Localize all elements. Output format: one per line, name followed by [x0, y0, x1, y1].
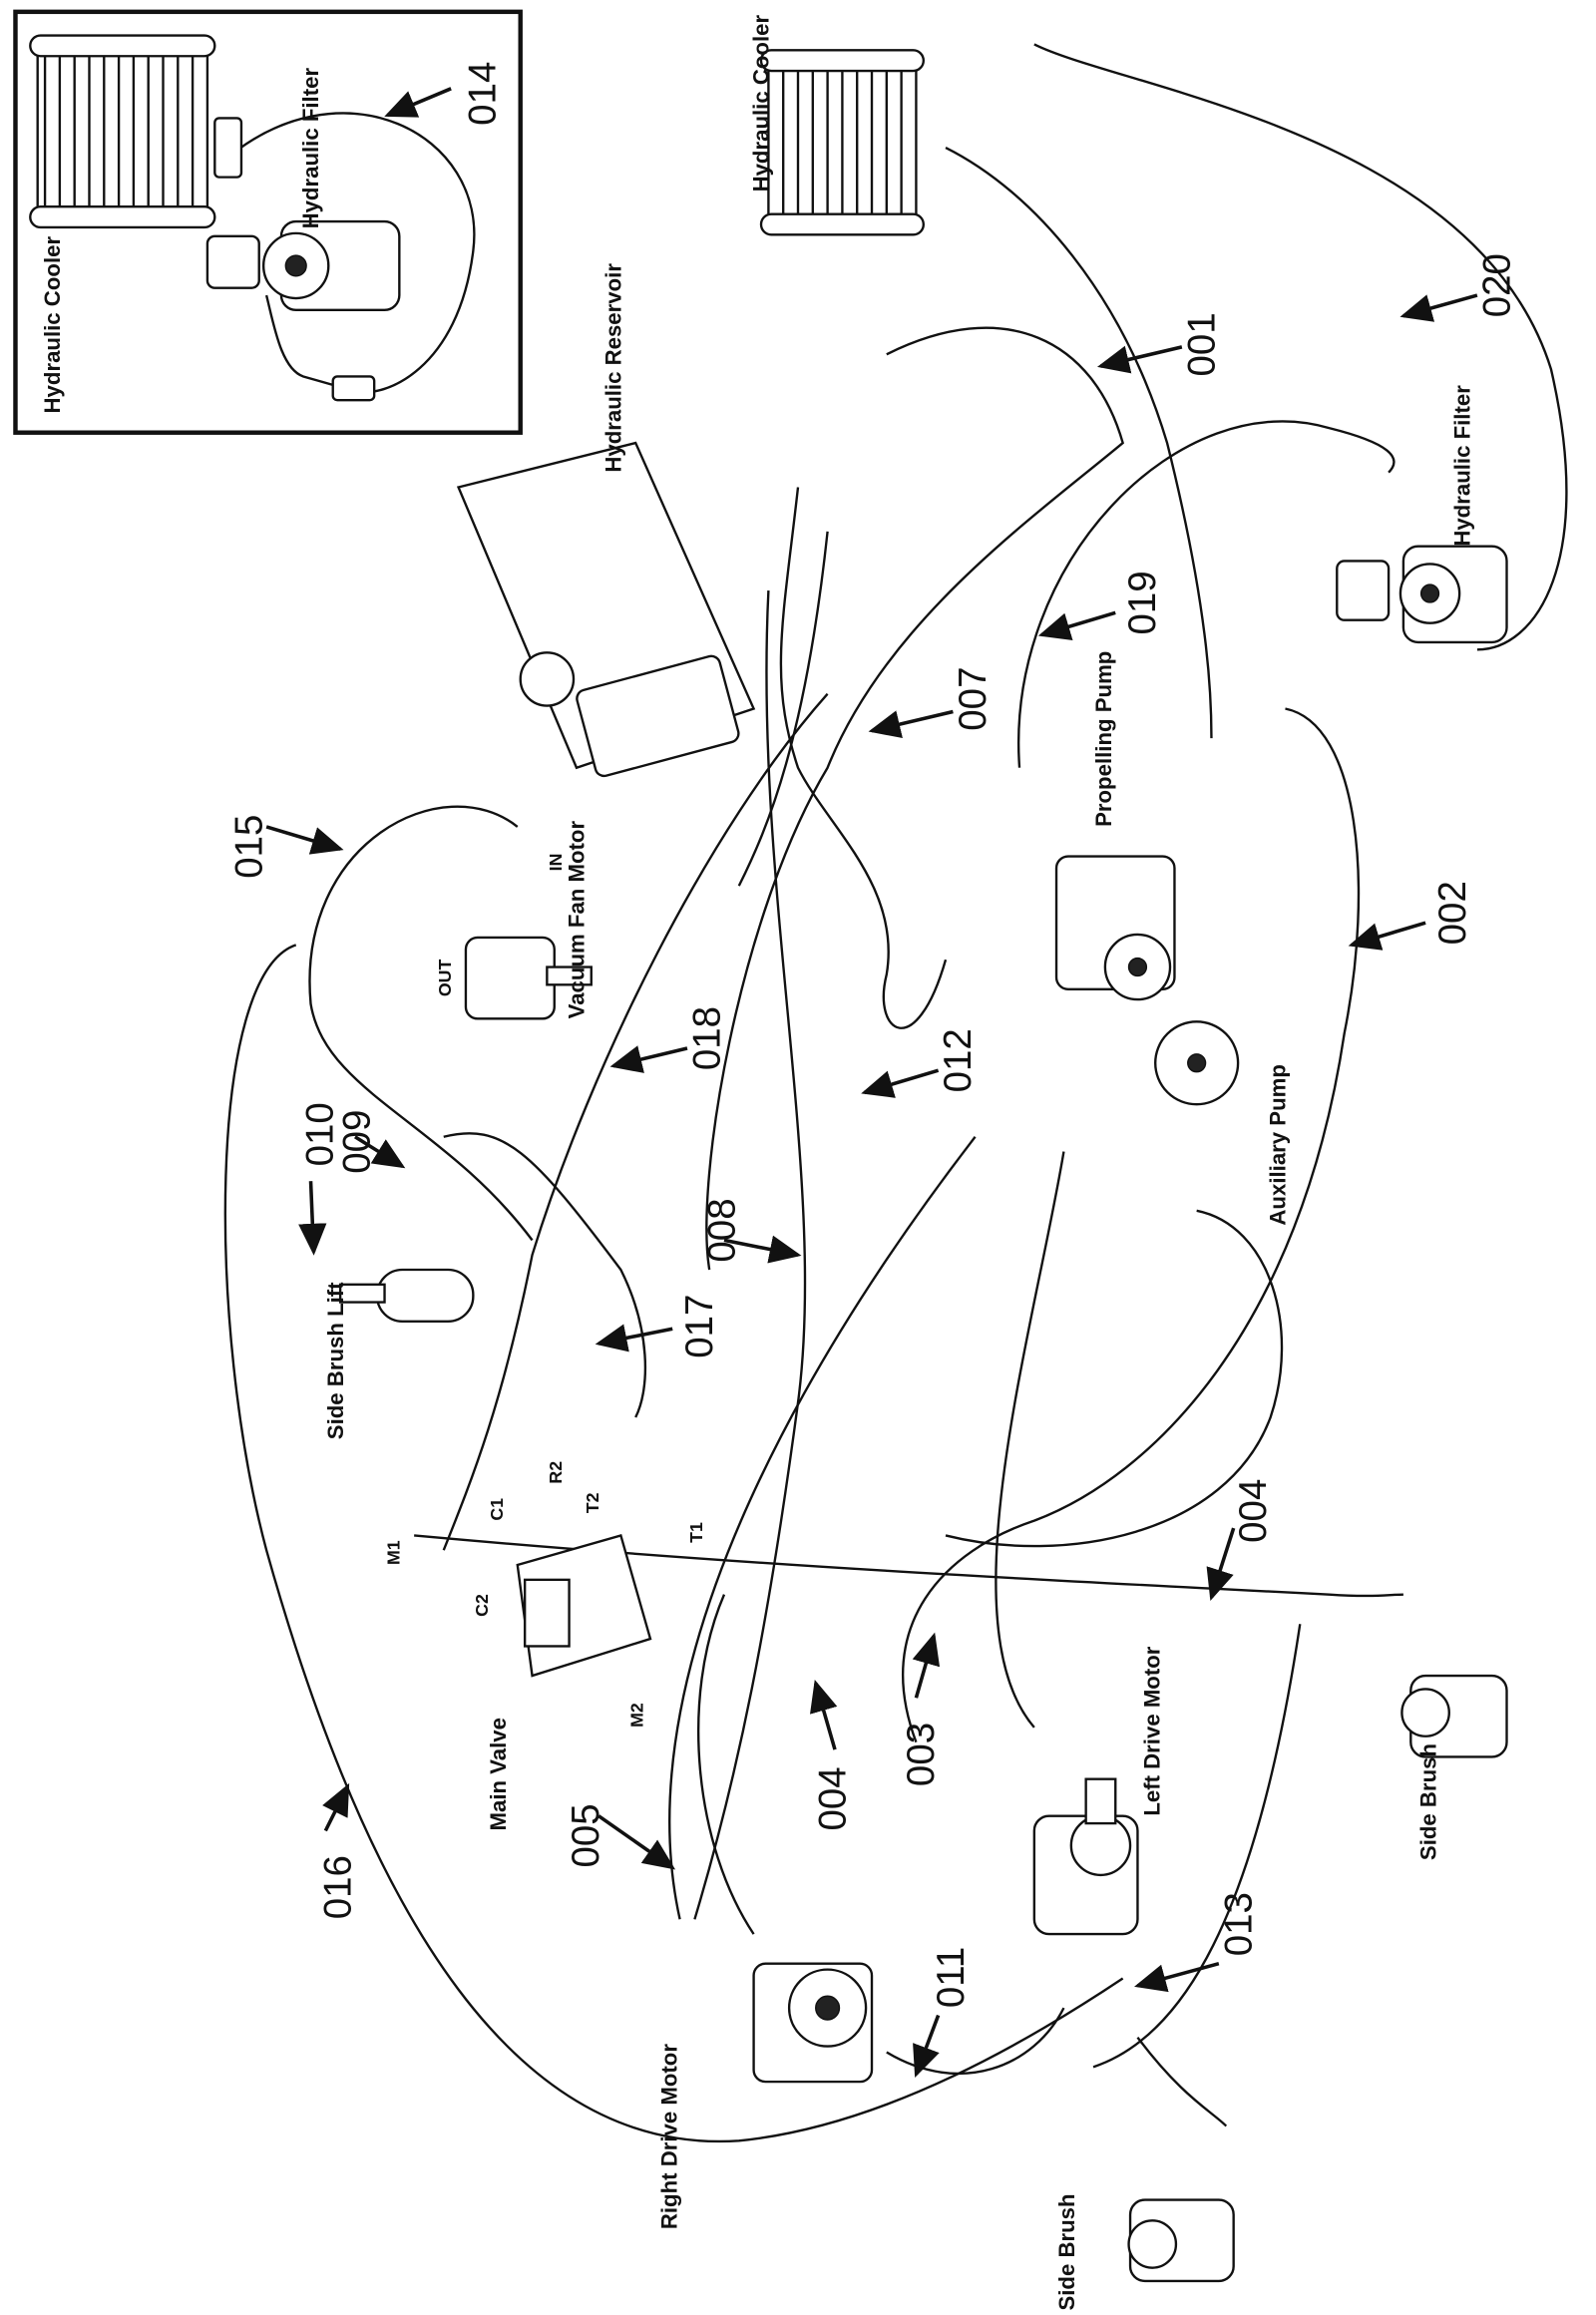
hose-008	[693, 590, 807, 1920]
label-propelling-pump: Propelling Pump	[1091, 651, 1116, 827]
label-side-brush-lift: Side Brush Lift	[323, 1282, 348, 1439]
label-hydraulic-filter: Hydraulic Filter	[1450, 385, 1475, 547]
hose-018	[442, 692, 829, 1551]
callout-labels: 001 002 003 004 004 005 007 008 009 010 …	[228, 253, 1519, 2008]
auxiliary-pump-icon	[1154, 1020, 1240, 1106]
vacuum-fan-motor-icon	[464, 936, 593, 1020]
port-out: OUT	[435, 960, 455, 997]
callout-004-right: 004	[1232, 1479, 1275, 1543]
callout-008: 008	[700, 1198, 743, 1262]
callout-019: 019	[1121, 571, 1164, 634]
callout-004-left: 004	[811, 1766, 854, 1830]
callout-014: 014	[462, 62, 505, 126]
hose-019	[1016, 420, 1396, 768]
left-drive-motor-icon	[1032, 1777, 1139, 1936]
hose-020	[1033, 43, 1568, 651]
hose-005	[668, 1136, 977, 1920]
callout-003: 003	[900, 1723, 943, 1786]
hydraulic-reservoir-icon	[456, 441, 756, 778]
callout-011: 011	[930, 1947, 973, 2008]
hose-016	[223, 944, 1124, 2143]
callout-020: 020	[1475, 253, 1518, 317]
hose-aux	[945, 1209, 1284, 1548]
callout-010: 010	[299, 1102, 342, 1166]
callout-017: 017	[678, 1295, 721, 1358]
side-brush-lift-icon	[338, 1268, 475, 1323]
callout-002: 002	[1431, 881, 1474, 945]
callout-016: 016	[316, 1855, 359, 1919]
hose-017	[443, 1132, 647, 1418]
callout-013: 013	[1217, 1892, 1260, 1956]
hose-004b	[696, 1594, 755, 1935]
port-c2: C2	[472, 1594, 492, 1617]
inset-hydraulic-filter-icon	[205, 219, 401, 312]
right-drive-motor-icon	[752, 1962, 874, 2084]
port-c1: C1	[487, 1498, 507, 1521]
inset-hydraulic-cooler-icon	[29, 34, 216, 229]
hose-015	[308, 805, 534, 1242]
port-labels: IN OUT R2 C1 T2 T1 M1 C2 M2	[383, 854, 705, 1728]
hose-011	[886, 2007, 1065, 2076]
inset-filter-label: Hydraulic Filter	[298, 68, 323, 229]
hose-002	[901, 707, 1361, 1743]
port-m2: M2	[627, 1703, 647, 1728]
label-side-brush-left: Side Brush	[1054, 2193, 1079, 2310]
label-vacuum-fan-motor: Vacuum Fan Motor	[564, 821, 589, 1019]
hose-001	[945, 146, 1213, 739]
label-hydraulic-cooler: Hydraulic Cooler	[748, 15, 773, 193]
callout-009: 009	[336, 1110, 379, 1174]
hydraulic-cooler-icon	[759, 49, 926, 236]
label-side-brush-right: Side Brush	[1415, 1743, 1440, 1860]
label-right-drive-motor: Right Drive Motor	[657, 2044, 682, 2229]
port-t2: T2	[583, 1492, 602, 1513]
hose-007	[705, 326, 1125, 1271]
port-t1: T1	[686, 1522, 706, 1543]
callout-001: 001	[1180, 312, 1223, 376]
hydraulic-filter-icon	[1336, 545, 1508, 644]
hose-013	[1092, 1624, 1302, 2127]
label-auxiliary-pump: Auxiliary Pump	[1265, 1064, 1290, 1226]
label-hydraulic-reservoir: Hydraulic Reservoir	[600, 263, 625, 473]
port-r2: R2	[546, 1461, 566, 1484]
hose-reservoir	[737, 531, 829, 887]
callout-018: 018	[686, 1006, 729, 1070]
hoses	[223, 43, 1568, 2143]
callout-015: 015	[228, 815, 271, 879]
inset-cooler-label: Hydraulic Cooler	[40, 236, 65, 414]
hose-012	[779, 487, 948, 1029]
component-labels: Hydraulic Cooler Hydraulic Reservoir Hyd…	[323, 15, 1474, 2311]
propelling-pump-icon	[1054, 855, 1176, 1001]
callout-005: 005	[565, 1803, 607, 1867]
side-brush-left-icon	[1127, 2198, 1235, 2283]
port-in: IN	[546, 854, 566, 872]
label-left-drive-motor: Left Drive Motor	[1140, 1646, 1165, 1815]
hose-003	[995, 1151, 1065, 1729]
port-m1: M1	[383, 1540, 403, 1565]
main-valve-icon	[516, 1533, 652, 1678]
label-main-valve: Main Valve	[486, 1718, 511, 1830]
callout-012: 012	[937, 1028, 980, 1092]
inset-box: 014 Hydraulic Cooler Hydraulic Filter	[13, 9, 523, 435]
side-brush-right-icon	[1400, 1674, 1508, 1758]
callout-arrows	[265, 293, 1478, 2079]
callout-007: 007	[952, 667, 995, 731]
